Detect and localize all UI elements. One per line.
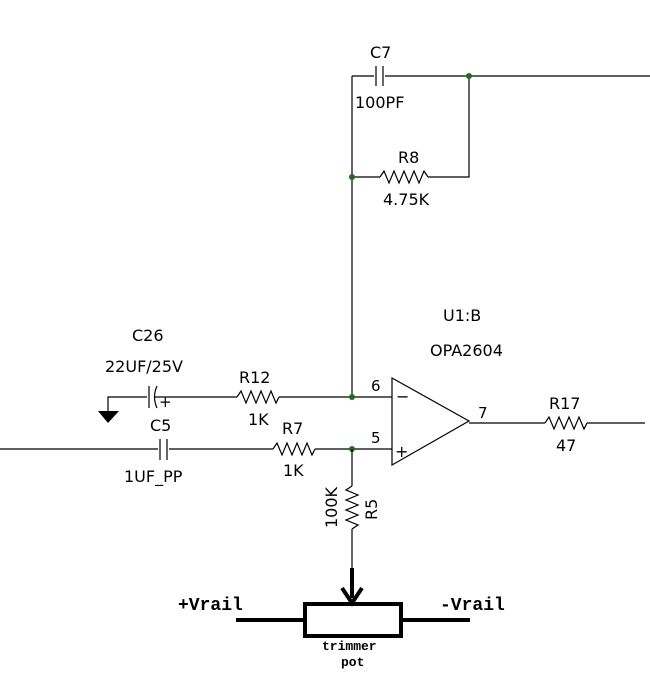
c7-ref: C7 bbox=[370, 43, 391, 62]
opamp-minus-sign: − bbox=[396, 387, 409, 406]
opamp-u1b: U1:B OPA2604 − + 6 5 7 bbox=[371, 306, 503, 467]
r17-resistor bbox=[544, 415, 588, 431]
c7-capacitor bbox=[375, 66, 384, 86]
noninverting-input: C5 1UF_PP R7 1K bbox=[0, 416, 392, 487]
opamp-triangle bbox=[391, 376, 471, 467]
pin-6: 6 bbox=[371, 377, 381, 395]
trimmer-pot: +Vrail -Vrail trimmer pot bbox=[178, 568, 505, 670]
r7-ref: R7 bbox=[282, 419, 303, 438]
r8-ref: R8 bbox=[398, 148, 419, 167]
pin-5: 5 bbox=[371, 429, 381, 447]
inverting-input: + C26 22UF/25V R12 1K bbox=[98, 326, 392, 429]
r17-ref: R17 bbox=[549, 394, 580, 413]
c5-capacitor bbox=[159, 439, 168, 460]
r12-value: 1K bbox=[248, 410, 269, 429]
junction-feedback bbox=[349, 174, 355, 180]
c26-plus-sign: + bbox=[159, 393, 172, 411]
c26-value: 22UF/25V bbox=[105, 357, 183, 376]
trimmer-caption-1: trimmer bbox=[322, 639, 377, 654]
r5-resistor bbox=[344, 485, 360, 530]
r8-right-wire bbox=[428, 76, 470, 178]
ground-icon bbox=[98, 411, 119, 423]
c5-value: 1UF_PP bbox=[124, 467, 183, 487]
r8-value: 4.75K bbox=[383, 190, 430, 209]
r5-ref: R5 bbox=[362, 499, 381, 520]
r7-resistor bbox=[272, 441, 316, 457]
r12-ref: R12 bbox=[239, 368, 270, 387]
trimmer-body bbox=[303, 602, 403, 638]
trimmer-caption-2: pot bbox=[341, 655, 364, 670]
r7-value: 1K bbox=[283, 461, 304, 480]
c26-capacitor bbox=[148, 385, 158, 409]
feedback-network: C7 100PF R8 4.75K bbox=[349, 43, 650, 397]
opamp-ref: U1:B bbox=[443, 306, 481, 325]
r5-network: 100K R5 bbox=[322, 449, 381, 568]
c7-value: 100PF bbox=[355, 93, 404, 112]
r12-resistor bbox=[236, 389, 280, 405]
junction-inverting bbox=[349, 394, 355, 400]
ground-wire bbox=[107, 396, 147, 411]
vrail-plus-label: +Vrail bbox=[178, 596, 243, 616]
opamp-plus-sign: + bbox=[395, 442, 408, 461]
c26-ref: C26 bbox=[132, 326, 164, 345]
r17-value: 47 bbox=[556, 436, 576, 455]
output-network: R17 47 bbox=[469, 394, 645, 455]
c5-ref: C5 bbox=[150, 416, 171, 435]
junction-c7-right bbox=[466, 73, 472, 79]
pin-7: 7 bbox=[478, 404, 488, 422]
r5-value: 100K bbox=[322, 486, 341, 528]
vrail-minus-label: -Vrail bbox=[440, 596, 505, 616]
opamp-part: OPA2604 bbox=[430, 341, 503, 360]
r8-resistor bbox=[379, 169, 429, 185]
